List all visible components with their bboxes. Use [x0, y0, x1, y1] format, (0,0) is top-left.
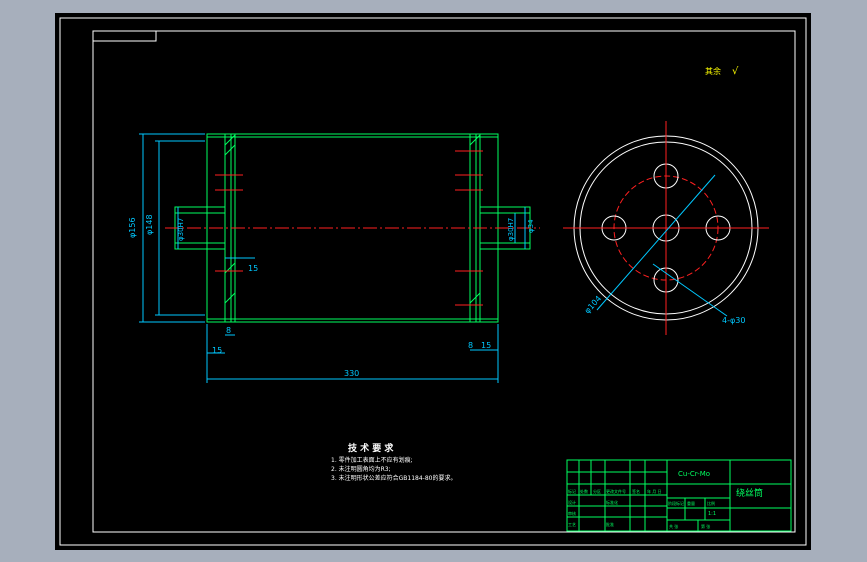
tb-date: 年 月 日 — [647, 488, 662, 494]
dim-pitch-circle: φ104 — [583, 294, 603, 315]
outer-frame — [59, 17, 807, 546]
dim-shaft-right: φ30H7 — [507, 218, 515, 241]
dim-shaft-left: φ30H7 — [177, 218, 185, 241]
tech-item-2: 2. 未注明圆角均为R3; — [331, 465, 391, 473]
title-block: Cu-Cr-Mo 绕丝筒 1:1 标记 处数 分区 更改文件号 签名 年 月 日… — [566, 459, 792, 532]
dim-thickness-left: 8 — [226, 326, 231, 335]
dim-shaft-right-2: φ34 — [527, 219, 535, 233]
part-name: 绕丝筒 — [736, 487, 763, 499]
tb-review: 审核 — [568, 510, 576, 516]
scale: 1:1 — [708, 511, 716, 517]
dim-right-small: 15 — [481, 341, 491, 350]
tb-tag: 标记 — [568, 488, 576, 494]
tech-title: 技 术 要 求 — [348, 442, 394, 454]
roughness-symbol: √ — [732, 66, 739, 77]
tb-zone: 分区 — [593, 488, 601, 494]
dim-holes: 4-φ30 — [722, 316, 745, 325]
tb-standardize: 标准化 — [606, 499, 618, 505]
end-view: φ104 4-φ30 — [563, 121, 769, 335]
inner-frame — [92, 30, 796, 533]
tb-change-doc: 更改文件号 — [606, 488, 626, 494]
tb-sheet-num: 第 张 — [701, 523, 710, 529]
dim-overall-length: 330 — [344, 369, 359, 378]
tb-approve: 批准 — [606, 521, 614, 527]
tech-item-1: 1. 零件加工表面上不应有划痕; — [331, 456, 413, 464]
tb-sign: 签名 — [632, 488, 640, 494]
dim-wall-width: 15 — [248, 264, 258, 273]
tb-sheet-total: 共 张 — [669, 523, 678, 529]
section-view: φ156 φ148 φ30H7 φ30H7 φ34 15 15 8 8 15 3… — [128, 133, 540, 383]
tech-item-3: 3. 未注明形状公差应符合GB1184-80的要求。 — [331, 474, 456, 482]
roughness-note: 其余 √ — [705, 66, 739, 77]
corner-label-box — [92, 30, 157, 42]
cad-drawing: φ156 φ148 φ30H7 φ30H7 φ34 15 15 8 8 15 3… — [59, 17, 807, 546]
material: Cu-Cr-Mo — [678, 470, 710, 478]
dim-outer-diameter: φ156 — [128, 217, 137, 238]
tb-stage-mark: 阶段标记 — [668, 500, 684, 506]
tb-process: 工艺 — [568, 522, 576, 527]
dim-hub-width: 15 — [212, 346, 222, 355]
dim-thickness-right: 8 — [468, 341, 473, 350]
tb-count: 处数 — [580, 488, 588, 494]
roughness-label: 其余 — [705, 66, 721, 76]
cad-viewport[interactable]: φ156 φ148 φ30H7 φ30H7 φ34 15 15 8 8 15 3… — [55, 13, 811, 550]
tb-weight: 重量 — [687, 500, 695, 506]
dim-inner-diameter: φ148 — [145, 214, 154, 235]
tb-ratio: 比例 — [707, 500, 715, 506]
tb-design: 设计 — [568, 499, 576, 505]
tech-requirements: 技 术 要 求 1. 零件加工表面上不应有划痕; 2. 未注明圆角均为R3; 3… — [331, 442, 456, 482]
